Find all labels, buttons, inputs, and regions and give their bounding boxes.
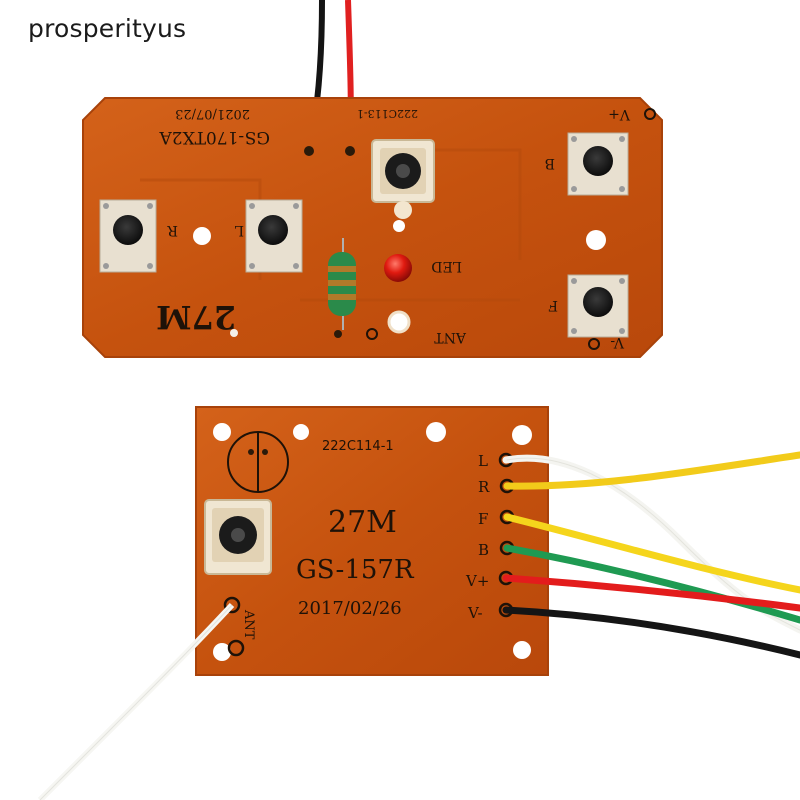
rx-part-code-text: 222C114-1 [322,439,394,454]
push-button-cap [113,215,143,245]
push-button-cap [583,146,613,176]
rx-pin-label-vminus: V- [467,604,483,622]
wire-f [503,513,800,594]
mount-hole [513,641,531,659]
rx-pin-label-vplus: V+ [465,572,489,590]
tx-button-l [245,199,303,273]
mount-hole [512,425,532,445]
tx-frequency-text: 27M [156,298,236,336]
tx-led-label: LED [431,258,462,274]
tx-label-b: B [545,155,555,171]
mount-hole [193,227,211,245]
tx-ant-label: ANT [434,329,467,345]
receiver-board: 222C114-1 27M GS-157R 2017/02/26 ANT L R… [195,406,549,676]
tx-label-f: F [548,297,558,313]
tx-date-text: 2021/07/23 [175,106,250,121]
rx-wires [502,451,800,659]
tx-vplus-label: V+ [608,106,631,122]
mount-hole [293,424,309,440]
wire-vplus [502,574,800,612]
rx-pin-label-b: B [478,541,489,559]
push-button-cap [258,215,288,245]
rx-date-text: 2017/02/26 [298,598,402,619]
rx-ant-label: ANT [241,609,256,640]
tx-label-l: L [235,222,244,238]
rx-model-text: GS-157R [296,555,415,585]
led-icon [384,254,412,282]
watermark-text: prosperityus [28,14,187,43]
tx-model-text: GS-170TX2A [159,127,270,147]
tx-pcb [82,97,663,358]
tx-label-r: R [167,222,178,238]
mount-hole [387,310,411,334]
mount-hole [213,423,231,441]
tx-inductor [328,238,356,330]
rx-pin-label-f: F [478,510,488,528]
mount-hole [426,422,446,442]
mount-hole [213,643,231,661]
tx-solder-pad [304,146,314,156]
tx-part-code-text: 222C113-1 [357,107,418,120]
wire-r [503,451,800,490]
push-button-cap [583,287,613,317]
tx-solder-pad [345,146,355,156]
transmitter-board: GS-170TX2A 2021/07/23 222C113-1 V+ V- [82,0,663,358]
tx-button-r [99,199,157,273]
rx-trimmer [204,499,272,575]
rx-pin-label-l: L [478,452,488,470]
tx-trimmer [371,139,435,232]
tx-button-f [567,274,629,338]
tx-button-b [567,132,629,196]
wire-b [503,544,800,624]
rx-frequency-text: 27M [328,505,397,540]
wire-vminus [502,606,800,659]
tx-vminus-label: V- [610,334,625,350]
mount-hole [586,230,606,250]
rx-pin-label-r: R [478,478,490,496]
